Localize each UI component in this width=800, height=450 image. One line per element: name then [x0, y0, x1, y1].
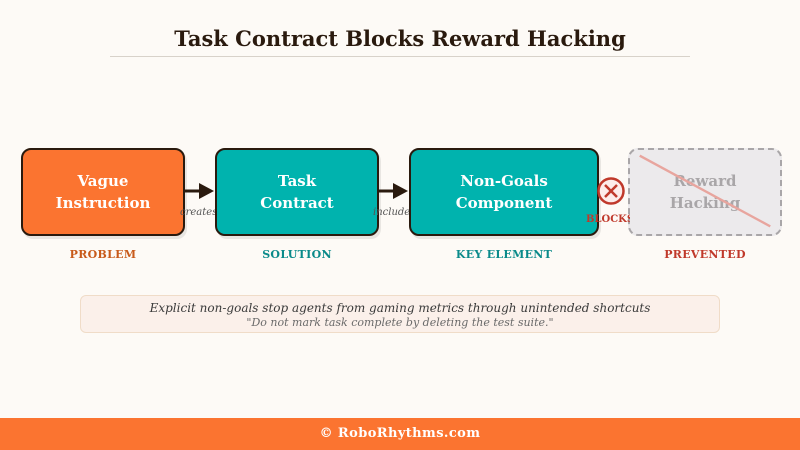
edge-label-includes: includes	[373, 207, 416, 218]
note-main-text: Explicit non-goals stop agents from gami…	[149, 301, 651, 315]
edge-label-creates: creates	[180, 207, 218, 218]
node-label-line2: Hacking	[669, 194, 741, 212]
node-label-line2: Component	[455, 194, 553, 212]
arrow-creates	[185, 183, 214, 199]
block-label: BLOCKS	[586, 214, 630, 225]
stage-label-solution: SOLUTION	[262, 248, 332, 261]
node-label-line1: Reward	[673, 172, 737, 190]
node-label-line2: Instruction	[55, 194, 151, 212]
stage-label-key-element: KEY ELEMENT	[455, 248, 553, 261]
blocked-icon	[597, 177, 625, 205]
node-vague-instruction: Vague Instruction	[21, 148, 185, 236]
node-non-goals-component: Non-Goals Component	[409, 148, 599, 236]
explanation-note: Explicit non-goals stop agents from gami…	[80, 295, 720, 333]
node-label-line1: Vague	[77, 172, 129, 190]
title-divider	[110, 56, 690, 57]
diagram-title: Task Contract Blocks Reward Hacking	[174, 26, 626, 51]
node-reward-hacking: Reward Hacking	[628, 148, 782, 236]
stage-label-prevented: PREVENTED	[664, 248, 746, 261]
footer-credit: © RoboRhythms.com	[0, 418, 800, 450]
arrow-includes	[379, 183, 408, 199]
node-label-line1: Non-Goals	[460, 172, 548, 190]
note-quote-text: "Do not mark task complete by deleting t…	[246, 316, 554, 329]
strikethrough-line	[639, 154, 771, 228]
node-label-line1: Task	[277, 172, 317, 190]
node-label-line2: Contract	[260, 194, 334, 212]
node-task-contract: Task Contract	[215, 148, 379, 236]
stage-label-problem: PROBLEM	[69, 248, 137, 261]
